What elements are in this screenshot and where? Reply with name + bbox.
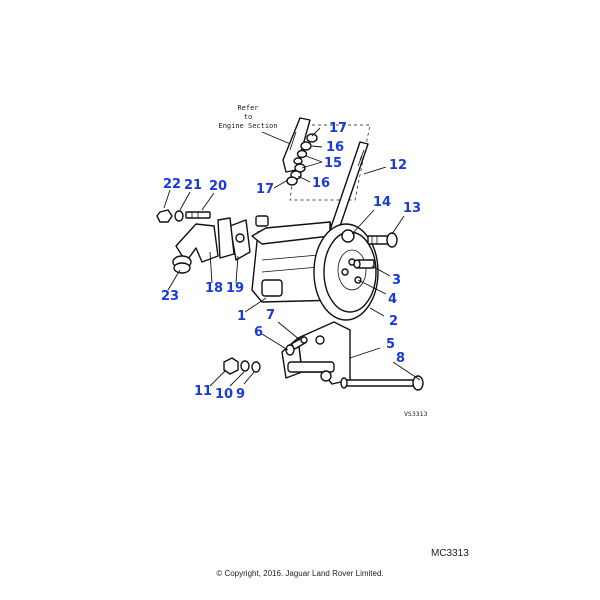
callout-3: 3 (392, 273, 401, 288)
callout-23: 23 (161, 289, 179, 304)
note-line-3: Engine Section (218, 122, 277, 130)
illustration-reference: MC3313 (431, 548, 469, 559)
callout-2: 2 (389, 314, 398, 329)
callout-19: 19 (226, 281, 244, 296)
callout-7: 7 (266, 308, 275, 323)
callout-22: 22 (163, 177, 181, 192)
link-nut (341, 229, 355, 243)
callout-11: 11 (194, 384, 212, 399)
elbow-stud (185, 211, 211, 219)
leader-lines (163, 127, 421, 387)
callout-5: 5 (386, 337, 395, 352)
callout-21: 21 (184, 178, 202, 193)
spacer (353, 259, 375, 269)
callout-4: 4 (388, 292, 397, 307)
callout-labels: 1 2 3 4 5 6 7 8 9 10 11 12 13 14 15 16 1… (161, 121, 421, 402)
pivot-bolt (367, 232, 398, 248)
engine-section-note: Refer to Engine Section (218, 104, 301, 149)
elbow-washer (174, 210, 184, 222)
callout-12: 12 (389, 158, 407, 173)
compressor-pulley (313, 223, 379, 321)
callout-17-lower: 17 (256, 182, 274, 197)
mount-hardware-upper (293, 133, 318, 165)
callout-1: 1 (237, 309, 246, 324)
bolt-nut (223, 357, 239, 375)
callout-15: 15 (324, 156, 342, 171)
callout-14: 14 (373, 195, 391, 210)
bolt-washer (240, 360, 250, 372)
elbow-nut (156, 209, 173, 223)
drawing-code: VS3313 (404, 410, 428, 418)
long-bolt (340, 375, 424, 391)
inlet-elbow (172, 223, 219, 274)
callout-18: 18 (205, 281, 223, 296)
callout-8: 8 (396, 351, 405, 366)
callout-16-upper: 16 (326, 140, 344, 155)
elbow-flange (217, 217, 235, 259)
callout-13: 13 (403, 201, 421, 216)
mount-hardware-lower (286, 163, 306, 186)
callout-9: 9 (236, 387, 245, 402)
copyright-notice: © Copyright, 2016. Jaguar Land Rover Lim… (216, 569, 384, 578)
callout-10: 10 (215, 387, 233, 402)
callout-16-lower: 16 (312, 176, 330, 191)
lower-bracket (281, 321, 351, 385)
callout-6: 6 (254, 325, 263, 340)
callout-17-upper: 17 (329, 121, 347, 136)
note-line-2: to (244, 113, 252, 121)
bracket-washer (300, 336, 308, 344)
callout-20: 20 (209, 179, 227, 194)
note-line-1: Refer (237, 104, 258, 112)
bolt-spacer (251, 361, 261, 373)
